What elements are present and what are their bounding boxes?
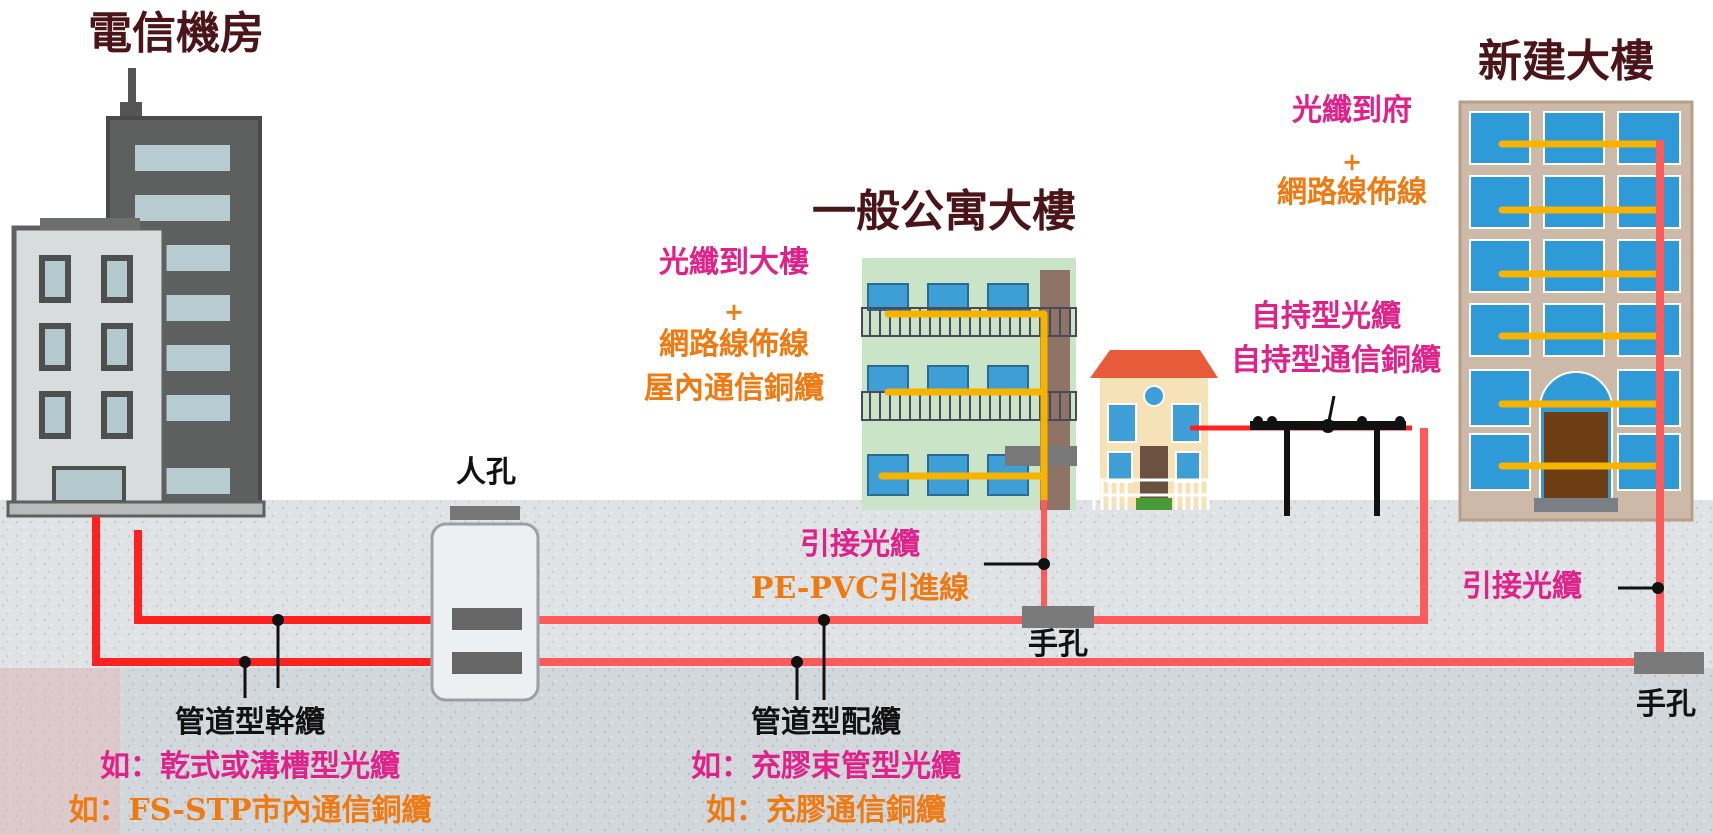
leader-lines: [239, 558, 1664, 700]
utility-poles-icon: [1250, 395, 1406, 516]
trunk-cable-upper: [134, 530, 452, 624]
trunk-cable-copper-example: 如：FS-STP市內通信銅纜: [68, 793, 432, 828]
trunk-cable-fiber-example: 如：乾式或溝槽型光纜: [100, 749, 400, 784]
aerial-fiber-label: 自持型光纜: [1251, 299, 1401, 334]
aerial-copper-label: 自持型通信銅纜: [1231, 343, 1441, 378]
trunk-cable-title: 管道型幹纜: [175, 705, 325, 740]
house-icon: [1090, 350, 1218, 510]
telecom-room-title: 電信機房: [88, 8, 264, 59]
new-building-title: 新建大樓: [1478, 36, 1654, 87]
apartment-title: 一般公寓大樓: [812, 186, 1076, 237]
inside-wiring: [878, 140, 1662, 504]
new-building-ftth-label: 光纖到府: [1292, 93, 1412, 128]
apartment-copper-label: 屋內通信銅纜: [644, 371, 824, 406]
telecom-room-building-icon: [6, 68, 266, 518]
new-building-plus-label: +: [1341, 147, 1363, 176]
trunk-cable-lower: [92, 516, 452, 666]
manhole-label: 人孔: [456, 455, 516, 490]
distribution-cable-title: 管道型配纜: [751, 705, 901, 740]
handhole-1-icon: [1022, 606, 1094, 628]
handhole-1-label: 手孔: [1028, 627, 1088, 662]
apartment-fttb-label: 光纖到大樓: [659, 245, 809, 280]
new-building-lan-label: 網路線佈線: [1277, 175, 1427, 210]
new-building-icon: [1458, 100, 1694, 522]
drop-fiber-label: 引接光纜: [800, 527, 920, 562]
manhole-icon: [430, 506, 540, 702]
distribution-cable-copper-example: 如：充膠通信銅纜: [706, 793, 946, 828]
distribution-cable-fiber-example: 如：充膠束管型光纜: [691, 749, 961, 784]
new-building-drop-label: 引接光纜: [1462, 569, 1582, 604]
apartment-lan-label: 網路線佈線: [659, 327, 809, 362]
handhole-2-label: 手孔: [1636, 687, 1696, 722]
apartment-plus-label: +: [723, 297, 745, 326]
handhole-2-icon: [1634, 652, 1704, 674]
drop-pvc-label: PE-PVC引進線: [750, 571, 970, 606]
